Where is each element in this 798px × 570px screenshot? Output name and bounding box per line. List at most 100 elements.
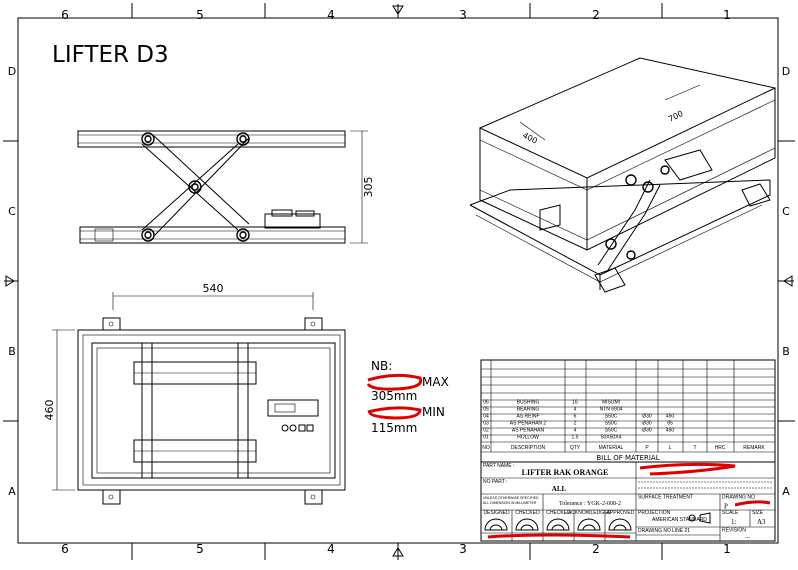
scale-label: SCALE: [722, 510, 739, 516]
column-label: 2: [592, 542, 600, 556]
bom-header-cell: NO: [482, 445, 490, 451]
column-label: 5: [196, 8, 204, 22]
bom-title: BILL OF MATERIAL: [596, 454, 659, 462]
drawing-no-label: DRAWING NO: [638, 528, 671, 534]
approval-label: CHECKED: [515, 510, 540, 516]
row-label: A: [8, 485, 16, 498]
dimension-depth: 460: [43, 329, 75, 491]
min-label: MIN: [422, 405, 445, 419]
bom-cell: 50X50X4: [601, 435, 622, 441]
column-label: 3: [459, 8, 467, 22]
column-labels-top: 6 5 4 3 2 1: [61, 8, 731, 22]
dimension-value: 540: [203, 282, 224, 295]
approval-label: ACKNOWLEDGED: [568, 510, 611, 516]
row-labels-right: D C B A: [782, 65, 790, 498]
bom-cell: S50C: [605, 414, 618, 420]
bom-cell: AS REINF: [516, 414, 539, 420]
approval-label: APPROVED: [607, 510, 635, 516]
dimension-height: 305: [350, 130, 375, 244]
zone-ticks: [3, 3, 795, 560]
bom-cell: 05: [483, 407, 489, 413]
bom-cell: S50C: [605, 421, 618, 427]
tolerance: Tolerance : YGK-2-008-2: [559, 501, 621, 507]
bom-cell: 1.5: [572, 435, 579, 441]
size-value: A3: [757, 518, 766, 526]
row-label: C: [8, 205, 16, 218]
bom-row: 06 BUSHING 16 MISUMI: [483, 400, 620, 406]
column-label: 4: [327, 542, 335, 556]
bom-cell: AS PENAHAN: [512, 428, 545, 434]
no-part-label: NO PART :: [483, 479, 507, 485]
notes: NB: MAX 305mm MIN 115mm: [366, 359, 449, 435]
bom-cell: BUSHING: [517, 400, 540, 406]
scale-value: 1:: [731, 518, 737, 526]
bom-cell: NTN 6904: [600, 407, 623, 413]
row-label: B: [782, 345, 790, 358]
bom-cell: 6: [574, 414, 577, 420]
min-value: 115mm: [371, 421, 417, 435]
bom-cell: 16: [572, 400, 578, 406]
row-label: B: [8, 345, 16, 358]
side-view: [77, 130, 346, 244]
bom-cell: Ø30: [642, 428, 652, 434]
bom-cell: AS PENAHAN 2: [510, 421, 547, 427]
bom-cell: 01: [483, 435, 489, 441]
row-label: D: [782, 65, 790, 78]
units-note: UNLESS OTHERWISE SPECIFIED ALL DIMENSION…: [483, 496, 539, 505]
redaction-scribble: [367, 406, 422, 420]
iso-dimension-width: 400: [521, 131, 539, 146]
bom-cell: 2: [574, 421, 577, 427]
projection-label: PROJECTION: [638, 510, 671, 516]
bom-cell: MISUMI: [602, 400, 620, 406]
bom-cell: 02: [483, 428, 489, 434]
component-icon: [281, 424, 314, 432]
row-label: A: [782, 485, 790, 498]
max-label: MAX: [422, 375, 449, 389]
part-number: ALL: [552, 485, 567, 493]
drawing-no-label-top: DRAWING NO: [722, 495, 755, 501]
title-block: PART NAME : LIFTER RAK ORANGE NO PART : …: [480, 461, 776, 542]
bom-cell: HOLLOW: [517, 435, 539, 441]
column-label: 4: [327, 8, 335, 22]
row-labels-left: D C B A: [8, 65, 16, 498]
redaction-scribble: [366, 373, 423, 391]
bom-cell: 06: [483, 400, 489, 406]
dimension-value: 305: [362, 177, 375, 198]
iso-dimension-length: 700: [667, 109, 685, 124]
bom-row: 01 HOLLOW 1.5 50X50X4: [483, 435, 621, 441]
bom-header-cell: L: [669, 445, 672, 451]
bom-header-row: NO DESCRIPTION QTY MATERIAL P L T HRC RE…: [482, 445, 765, 451]
part-name: LIFTER RAK ORANGE: [522, 468, 609, 477]
bom-header-cell: HRC: [715, 445, 726, 451]
bom-cell: BEARING: [517, 407, 540, 413]
isometric-view: [469, 57, 777, 293]
bom-cell: Ø30: [642, 421, 652, 427]
line-label: LINE 21: [672, 528, 690, 534]
drawing-title: LIFTER D3: [52, 42, 169, 68]
company-logo-redacted: [639, 462, 736, 476]
column-label: 5: [196, 542, 204, 556]
column-label: 3: [459, 542, 467, 556]
dimension-value: 460: [43, 400, 56, 421]
redaction-scribble: [487, 533, 631, 539]
approval-label: CHECKED: [546, 510, 571, 516]
top-view: [77, 317, 346, 505]
bom-cell: 4: [574, 407, 577, 413]
bom-header-cell: T: [693, 445, 696, 451]
column-label: 6: [61, 542, 69, 556]
column-label: 6: [61, 8, 69, 22]
approval-stamps: [484, 518, 632, 531]
bom-header-cell: MATERIAL: [599, 445, 624, 451]
bom-cell: 450: [666, 414, 675, 420]
bom-header-cell: REMARK: [743, 445, 765, 451]
bom-cell: 85: [667, 421, 673, 427]
max-value: 305mm: [371, 389, 417, 403]
dimension-width: 540: [112, 282, 314, 310]
revision-label: REVISION: [722, 528, 746, 534]
bom-header-cell: QTY: [570, 445, 581, 451]
